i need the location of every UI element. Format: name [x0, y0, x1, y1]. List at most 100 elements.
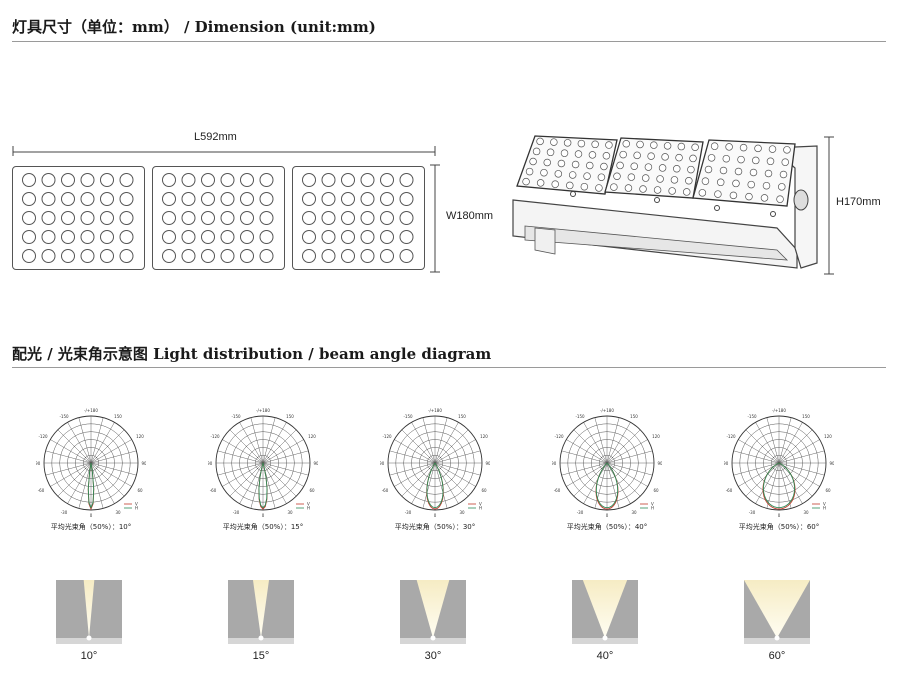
light-cone: [582, 580, 628, 638]
polar-tick-label: -/+180: [600, 408, 614, 413]
beam-lobe-curve: [595, 462, 619, 509]
beam-caption-30: 平均光束角（50%）：30°: [394, 523, 476, 531]
polar-tick-label: 60: [309, 488, 315, 493]
legend-v-label: V: [823, 502, 826, 507]
polar-tick-label: 0: [262, 513, 265, 518]
polar-tick-label: -120: [382, 434, 392, 439]
light-cone: [416, 580, 450, 638]
light-source-dot: [86, 635, 92, 641]
polar-tick-label: -90: [724, 461, 729, 466]
legend-v-label: V: [135, 502, 138, 507]
polar-tick-label: 90: [141, 461, 146, 466]
polar-tick-label: -120: [554, 434, 564, 439]
polar-tick-label: -/+180: [772, 408, 786, 413]
polar-tick-label: 0: [778, 513, 781, 518]
polar-tick-label: 30: [287, 510, 293, 515]
light-cone: [744, 580, 810, 638]
polar-tick-label: 60: [825, 488, 831, 493]
beam-illustration-60: [744, 580, 810, 644]
beam-caption-40: 平均光束角（50%）：40°: [566, 523, 648, 531]
led-module-right: [292, 166, 425, 270]
legend-h-label: H: [651, 506, 654, 511]
polar-tick-label: 120: [652, 434, 660, 439]
angle-label-60: 60°: [768, 650, 786, 662]
polar-tick-label: -/+180: [256, 408, 270, 413]
polar-tick-label: -60: [554, 488, 561, 493]
beam-caption-10: 平均光束角（50%）：10°: [50, 523, 132, 531]
legend-v-label: V: [651, 502, 654, 507]
angle-label-10: 10°: [80, 650, 98, 662]
light-source-dot: [258, 635, 264, 641]
fixture-perspective-drawing: [512, 135, 818, 269]
polar-tick-label: -150: [231, 414, 241, 419]
polar-tick-label: -150: [403, 414, 413, 419]
height-label: H170mm: [836, 196, 881, 208]
light-source-dot: [430, 635, 436, 641]
polar-tick-label: 0: [90, 513, 93, 518]
polar-tick-label: -90: [380, 461, 385, 466]
polar-tick-label: -150: [747, 414, 757, 419]
polar-tick-label: 30: [115, 510, 121, 515]
polar-tick-label: 120: [480, 434, 488, 439]
beam-lobe-curve: [763, 462, 795, 509]
polar-tick-label: 150: [630, 414, 638, 419]
dimension-section-rule: [12, 41, 886, 42]
polar-tick-label: -60: [382, 488, 389, 493]
light-distribution-rule: [12, 367, 886, 368]
polar-tick-label: -30: [577, 510, 584, 515]
polar-tick-label: 150: [114, 414, 122, 419]
polar-tick-label: 30: [631, 510, 637, 515]
length-dimension-line: [12, 146, 436, 156]
polar-tick-label: 90: [313, 461, 318, 466]
polar-tick-label: 0: [606, 513, 609, 518]
beam-illustration-10: [56, 580, 122, 644]
polar-tick-label: -150: [575, 414, 585, 419]
light-source-dot: [774, 635, 780, 641]
polar-tick-label: 150: [286, 414, 294, 419]
beam-illustration-15: [228, 580, 294, 644]
polar-tick-label: -60: [210, 488, 217, 493]
polar-tick-label: -/+180: [84, 408, 98, 413]
dimension-section-title: 灯具尺寸（单位：mm） / Dimension (unit:mm): [12, 18, 376, 36]
polar-tick-label: -120: [38, 434, 48, 439]
polar-tick-label: -120: [210, 434, 220, 439]
beam-lobe-curve: [87, 462, 95, 509]
beam-illustration-30: [400, 580, 466, 644]
angle-label-15: 15°: [252, 650, 270, 662]
beam-caption-15: 平均光束角（50%）：15°: [222, 523, 304, 531]
legend-h-label: H: [823, 506, 826, 511]
beam-illustration-40: [572, 580, 638, 644]
polar-tick-label: 30: [803, 510, 809, 515]
polar-tick-label: 120: [308, 434, 316, 439]
beam-lobe-curve: [426, 462, 444, 509]
light-cone: [252, 580, 270, 638]
polar-tick-label: -/+180: [428, 408, 442, 413]
width-dimension-line: [430, 164, 440, 273]
legend-h-label: H: [135, 506, 138, 511]
led-module-center: [152, 166, 285, 270]
polar-tick-label: -30: [233, 510, 240, 515]
polar-tick-label: 60: [137, 488, 143, 493]
polar-tick-label: 0: [434, 513, 437, 518]
angle-label-30: 30°: [424, 650, 442, 662]
polar-tick-label: 30: [459, 510, 465, 515]
legend-h-label: H: [307, 506, 310, 511]
height-dimension-line: [824, 136, 834, 275]
legend-v-label: V: [307, 502, 310, 507]
width-label: W180mm: [446, 210, 494, 222]
length-label: L592mm: [194, 131, 237, 143]
polar-tick-label: 150: [458, 414, 466, 419]
polar-tick-label: -30: [61, 510, 68, 515]
polar-tick-label: 120: [136, 434, 144, 439]
polar-tick-label: 60: [653, 488, 659, 493]
beam-lobe-curve: [258, 461, 268, 509]
polar-tick-label: -60: [38, 488, 45, 493]
led-module-left: [12, 166, 145, 270]
polar-tick-label: 90: [829, 461, 834, 466]
legend-h-label: H: [479, 506, 482, 511]
polar-tick-label: 120: [824, 434, 832, 439]
